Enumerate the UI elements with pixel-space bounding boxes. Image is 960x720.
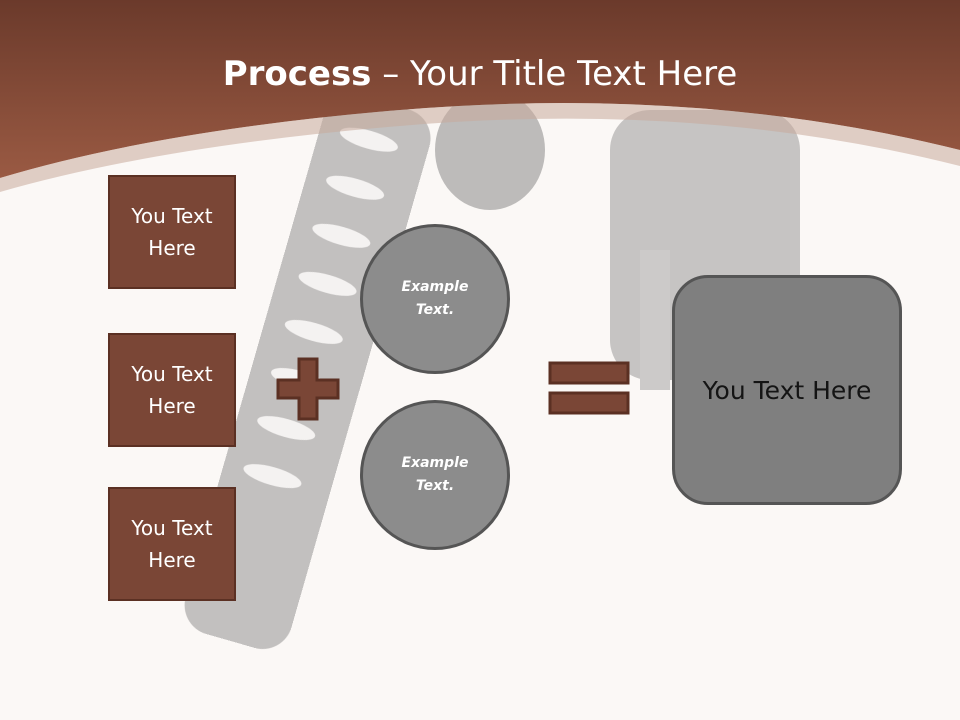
text-box-1-label: You Text Here [131,204,213,260]
header-curve-light [0,103,960,192]
example-circle-1-label: Example Text. [401,279,469,318]
title-bold: Process [222,54,372,94]
page-title: Process – Your Title Text Here [0,52,960,96]
example-circle-2-label: Example Text. [401,455,469,494]
header-band [0,0,960,178]
text-box-2[interactable]: You Text Here [108,333,236,447]
result-box[interactable]: You Text Here [672,275,902,505]
example-circle-2[interactable]: Example Text. [360,400,510,550]
result-box-label: You Text Here [702,375,872,405]
text-box-3[interactable]: You Text Here [108,487,236,601]
equals-icon [548,361,630,415]
text-box-3-label: You Text Here [131,516,213,572]
title-rest: – Your Title Text Here [371,54,738,94]
text-box-2-label: You Text Here [131,362,213,418]
text-box-1[interactable]: You Text Here [108,175,236,289]
example-circle-1[interactable]: Example Text. [360,224,510,374]
plus-icon [276,357,340,421]
